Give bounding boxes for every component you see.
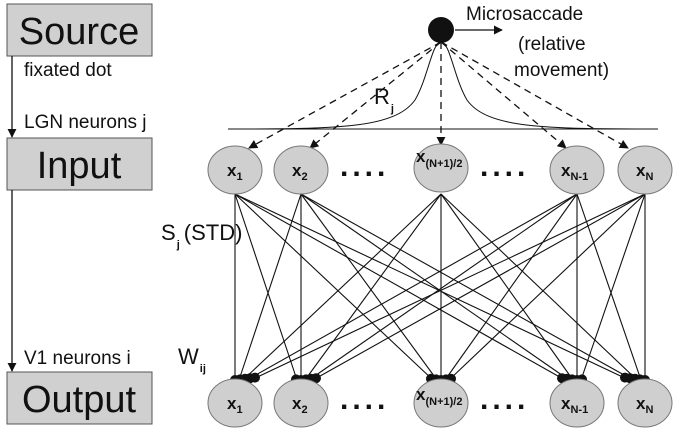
connection-line bbox=[440, 193, 638, 381]
output-node-1: x1 bbox=[207, 378, 263, 428]
w-weight-label: Wij bbox=[178, 344, 206, 375]
connection-line bbox=[304, 193, 442, 381]
svg-text:x2: x2 bbox=[292, 161, 308, 183]
input-ellipsis-right: .... bbox=[480, 150, 529, 183]
output-layer: x1 x2 .... x(N+1)/2 .... xN-1 xN bbox=[207, 378, 673, 428]
input-node-n-minus-1: xN-1 bbox=[549, 145, 605, 195]
v1-neurons-label: V1 neurons i bbox=[24, 348, 131, 369]
svg-text:xN: xN bbox=[636, 394, 653, 416]
s-weight-label: Sj(STD) bbox=[161, 220, 242, 251]
connection-line bbox=[234, 193, 630, 381]
connection-line bbox=[234, 193, 566, 381]
connection-line bbox=[448, 193, 646, 381]
output-node-n: xN bbox=[617, 378, 673, 428]
source-label: Source bbox=[19, 11, 139, 53]
connection-line bbox=[580, 193, 646, 381]
connection-line bbox=[444, 193, 578, 381]
microsaccade-line2: (relative bbox=[518, 34, 586, 55]
output-node-middle: x(N+1)/2 bbox=[413, 378, 469, 428]
connection-line bbox=[312, 193, 646, 381]
svg-text:x1: x1 bbox=[227, 161, 243, 183]
svg-text:xN: xN bbox=[636, 161, 653, 183]
synapse-dot bbox=[250, 372, 260, 383]
connection-line bbox=[440, 193, 574, 381]
connection-line bbox=[300, 193, 634, 381]
svg-text:xN-1: xN-1 bbox=[561, 161, 588, 183]
source-box: Source bbox=[6, 3, 153, 57]
connections bbox=[234, 193, 646, 381]
input-box: Input bbox=[6, 137, 153, 191]
microsaccade-line3: movement) bbox=[514, 60, 609, 81]
svg-text:x1: x1 bbox=[227, 394, 243, 416]
input-node-2: x2 bbox=[273, 145, 329, 195]
connection-line bbox=[234, 193, 298, 381]
input-label: Input bbox=[37, 145, 122, 187]
connection-line bbox=[300, 193, 438, 381]
output-label: Output bbox=[22, 379, 137, 421]
lgn-neurons-label: LGN neurons j bbox=[24, 112, 147, 133]
output-node-2: x2 bbox=[273, 378, 329, 428]
input-node-middle: x(N+1)/2 bbox=[413, 143, 469, 193]
svg-text:x2: x2 bbox=[292, 394, 308, 416]
input-node-n: xN bbox=[617, 145, 673, 195]
connection-line bbox=[300, 193, 570, 381]
svg-text:xN-1: xN-1 bbox=[561, 394, 588, 416]
microsaccade-title: Microsaccade bbox=[466, 4, 583, 25]
dashed-projections bbox=[248, 41, 629, 149]
fixated-dot-label: fixated dot bbox=[24, 60, 112, 81]
synapse-dot bbox=[311, 373, 321, 384]
svg-text:x(N+1)/2: x(N+1)/2 bbox=[416, 147, 462, 170]
connection-line bbox=[250, 193, 646, 381]
connection-line bbox=[576, 193, 642, 381]
connection-line bbox=[238, 193, 302, 381]
svg-text:x(N+1)/2: x(N+1)/2 bbox=[416, 385, 462, 408]
microsaccade-source-dot bbox=[428, 17, 454, 43]
input-ellipsis-left: .... bbox=[340, 150, 389, 183]
input-layer: x1 x2 .... x(N+1)/2 .... xN-1 xN bbox=[207, 143, 673, 195]
connection-line bbox=[234, 193, 434, 381]
input-node-1: x1 bbox=[207, 145, 263, 195]
connection-line bbox=[242, 193, 442, 381]
output-node-n-minus-1: xN-1 bbox=[549, 378, 605, 428]
r-weight-label: Rj bbox=[374, 84, 394, 115]
output-ellipsis-left: .... bbox=[340, 383, 389, 416]
gaussian-curve bbox=[227, 41, 659, 130]
connection-line bbox=[308, 193, 578, 381]
output-ellipsis-right: .... bbox=[480, 383, 529, 416]
connection-line bbox=[246, 193, 578, 381]
output-box: Output bbox=[6, 371, 153, 425]
